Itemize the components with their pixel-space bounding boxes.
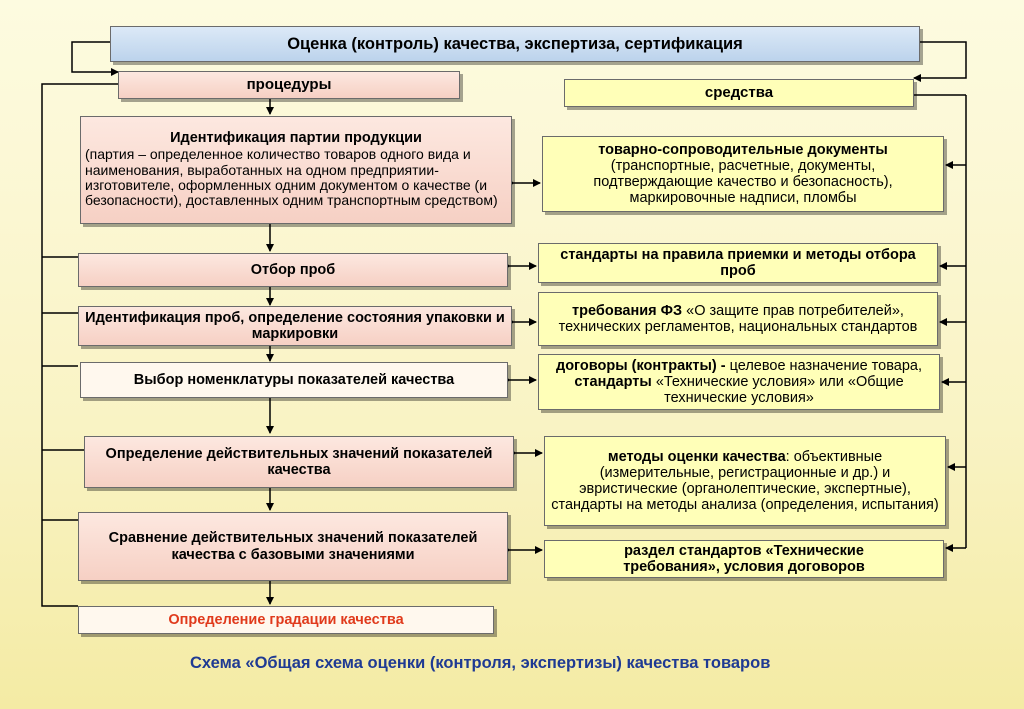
means-quality-methods: методы оценки качества: объективные (изм… [544, 436, 946, 526]
means-acceptance-standards: стандарты на правила приемки и методы от… [538, 243, 938, 283]
means-law-requirements: требования ФЗ «О защите прав потребителе… [538, 292, 938, 346]
procedures-label-box: процедуры [118, 71, 460, 99]
means-5-text: : объективные (измерительные, регистраци… [551, 448, 939, 514]
step-5-title: Определение действительных значений пока… [105, 445, 493, 478]
step-sampling: Отбор проб [78, 253, 508, 287]
header-box: Оценка (контроль) качества, экспертиза, … [110, 26, 920, 62]
step-batch-identification: Идентификация партии продукции (партия –… [80, 116, 512, 224]
means-label: средства [704, 83, 774, 101]
step-1-text: (партия – определенное количество товаро… [85, 146, 498, 209]
procedures-label: процедуры [246, 75, 332, 93]
means-label-box: средства [564, 79, 914, 107]
means-6-bold: раздел стандартов «Технические требовани… [623, 542, 865, 575]
step-6-title: Сравнение действительных значений показа… [108, 530, 478, 563]
means-contracts: договоры (контракты) - целевое назначени… [538, 354, 940, 410]
step-quality-grade: Определение градации качества [78, 606, 494, 634]
step-indicator-selection: Выбор номенклатуры показателей качества [80, 362, 508, 398]
means-1-text: (транспортные, расчетные, документы, под… [593, 157, 893, 207]
means-3-bold: требования ФЗ [572, 302, 683, 319]
means-2-bold: стандарты на правила приемки и методы от… [560, 246, 916, 279]
diagram-caption: Схема «Общая схема оценки (контроля, экс… [190, 654, 771, 672]
step-4-title: Выбор номенклатуры показателей качества [133, 371, 455, 388]
means-4-text: целевое назначение товара, [729, 357, 922, 374]
header-title: Оценка (контроль) качества, экспертиза, … [287, 34, 743, 53]
means-5-bold: методы оценки качества [607, 448, 786, 465]
means-3-text: «О защите прав потребителей», технически… [558, 302, 918, 335]
means-4-bold2: стандарты [574, 373, 652, 390]
means-technical-requirements: раздел стандартов «Технические требовани… [544, 540, 944, 578]
means-4-bold: договоры (контракты) - [556, 357, 726, 374]
means-4-text2: «Технические условия» или «Общие техниче… [655, 373, 904, 407]
step-sample-identification: Идентификация проб, определение состояни… [78, 306, 512, 346]
step-7-title: Определение градации качества [168, 611, 404, 628]
means-shipping-documents: товарно-сопроводительные документы (тран… [542, 136, 944, 212]
step-actual-values: Определение действительных значений пока… [84, 436, 514, 488]
step-comparison: Сравнение действительных значений показа… [78, 512, 508, 581]
step-1-title: Идентификация партии продукции [170, 130, 422, 147]
means-1-bold: товарно-сопроводительные документы [598, 141, 888, 158]
step-2-title: Отбор проб [250, 261, 336, 278]
step-3-title: Идентификация проб, определение состояни… [85, 309, 505, 342]
